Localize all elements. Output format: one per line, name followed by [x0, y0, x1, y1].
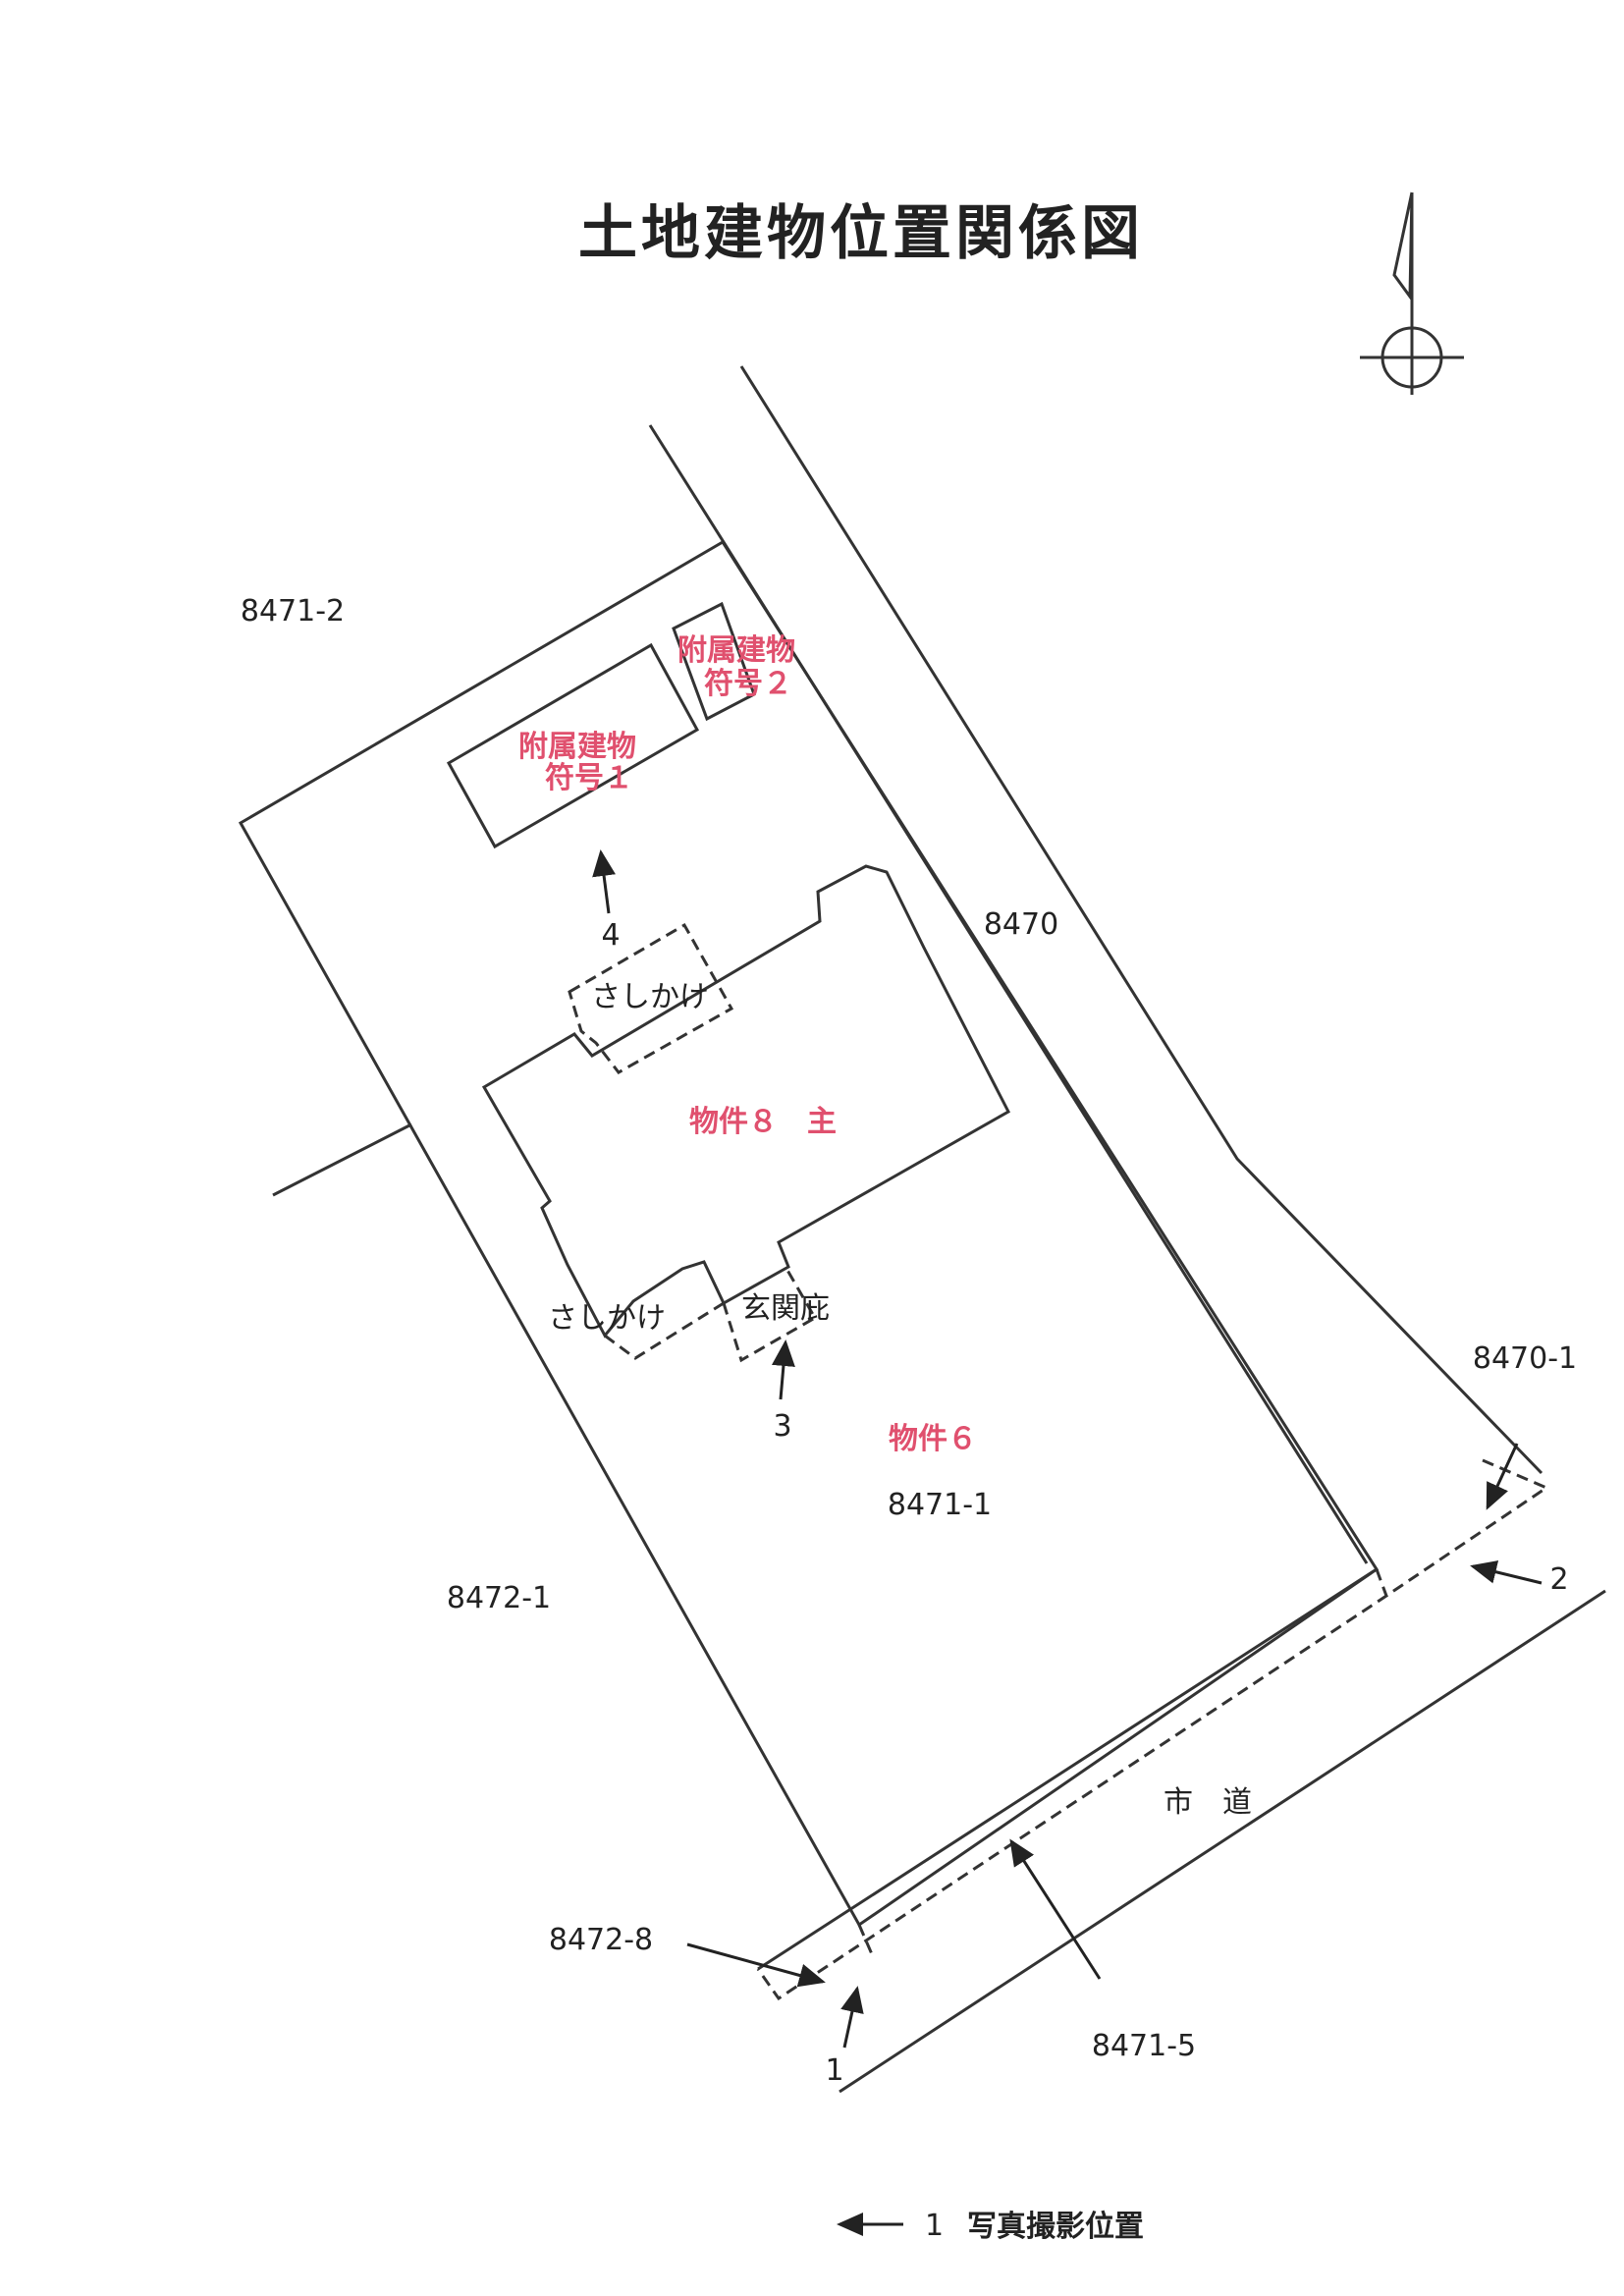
parcel-label-8471-2: 8471-2 [241, 594, 345, 629]
parcel-label-8471-5: 8471-5 [1092, 2029, 1196, 2063]
annex-building-1 [446, 642, 700, 849]
main-building [481, 864, 1010, 1339]
photo-number-3: 3 [773, 1409, 791, 1444]
legend-text: 写真撮影位置 [967, 2210, 1144, 2244]
sashikake-bottom-outline [604, 1301, 725, 1360]
annex-1-label-line2: 符号１ [545, 761, 633, 795]
sashikake-top-outline [568, 922, 734, 1074]
photo-arrows [592, 849, 1543, 2049]
lot-8471-1-boundary [238, 539, 1380, 1928]
property-6-label: 物件６ [889, 1422, 977, 1456]
road-edge-dashed [756, 1458, 1550, 2001]
parcel-label-8472-1: 8472-1 [447, 1581, 551, 1615]
parcel-label-8470: 8470 [984, 907, 1058, 942]
photo-number-4: 4 [601, 918, 620, 953]
photo-number-2: 2 [1549, 1562, 1568, 1597]
genkan-outline [722, 1266, 818, 1363]
annex-2-label-line2: 符号２ [704, 667, 792, 701]
annex-1-label-line1: 附属建物 [518, 730, 636, 764]
annex-2-label-line1: 附属建物 [677, 633, 795, 668]
photo-number-1: 1 [825, 2053, 843, 2088]
boundary-lines [272, 365, 1606, 2094]
genkan-label: 玄関庇 [741, 1291, 830, 1326]
road-label: 市 道 [1164, 1785, 1252, 1820]
parcel-label-8470-1: 8470-1 [1473, 1341, 1577, 1376]
main-building-label: 物件８ 主 [689, 1105, 837, 1139]
page-title: 土地建物位置関係図 [578, 199, 1144, 268]
legend-number: 1 [925, 2209, 944, 2243]
north-arrow-compass-icon [1360, 191, 1464, 395]
parcel-label-8472-8: 8472-8 [549, 1923, 653, 1957]
legend: 1 写真撮影位置 [837, 2209, 1144, 2244]
sashikake-bottom-label: さしかけ [548, 1301, 666, 1336]
sashikake-top-label: さしかけ [591, 980, 709, 1014]
parcel-label-8471-1: 8471-1 [888, 1488, 992, 1522]
annex-building-2 [672, 601, 756, 722]
